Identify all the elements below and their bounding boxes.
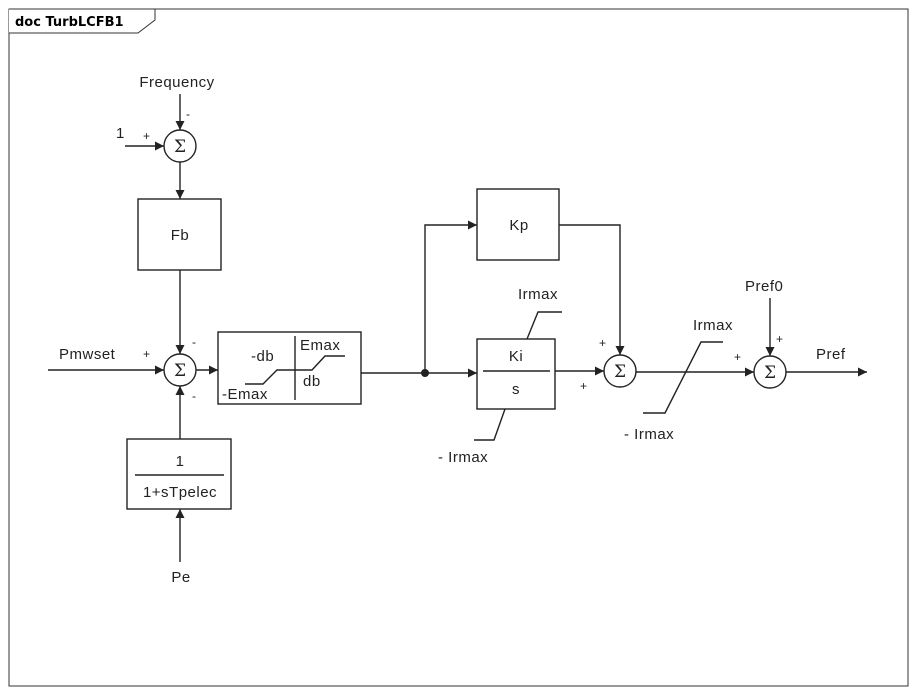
pmwset-sign: + xyxy=(143,347,150,361)
frame-title: doc TurbLCFB1 xyxy=(15,15,124,30)
deadband-curve xyxy=(245,355,345,385)
deadband-block xyxy=(217,331,362,405)
frequency-sign: - xyxy=(186,107,190,121)
diagram-frame: doc TurbLCFB1 xyxy=(8,8,909,687)
pe-label: Pe xyxy=(171,569,190,586)
pref0-label: Pref0 xyxy=(745,278,783,295)
kp-to-sum3-arrow xyxy=(559,224,625,355)
ki-numerator: Ki xyxy=(509,348,523,365)
sum-junction-frequency: Σ xyxy=(163,129,197,163)
sum-symbol: Σ xyxy=(174,361,186,381)
ki-lower-limit-line xyxy=(474,408,506,441)
deadband-emax: Emax xyxy=(300,337,340,354)
kp-sign: + xyxy=(599,336,606,350)
lag-sign: - xyxy=(192,389,196,403)
sum-junction-pi: Σ xyxy=(603,354,637,388)
sum-symbol: Σ xyxy=(764,363,776,383)
fb-block xyxy=(137,198,222,271)
ki-lower-limit-label: - Irmax xyxy=(438,449,488,466)
one-label: 1 xyxy=(116,125,125,142)
deadband-neg-db: -db xyxy=(251,348,274,365)
ki-upper-limit-label: Irmax xyxy=(518,286,558,303)
sum-junction-reference: Σ xyxy=(753,355,787,389)
fb-label: Fb xyxy=(171,227,190,244)
pref0-sign: + xyxy=(776,332,783,346)
lag-numerator: 1 xyxy=(176,453,185,470)
ki-integrator-block xyxy=(476,338,556,410)
limiter-lower-label: - Irmax xyxy=(624,426,674,443)
deadband-neg-emax: -Emax xyxy=(222,386,268,403)
sum-junction-power: Σ xyxy=(163,353,197,387)
deadband-pos-db: db xyxy=(303,373,321,390)
one-sign: + xyxy=(143,129,150,143)
fb-sign: - xyxy=(192,335,196,349)
sum-symbol: Σ xyxy=(174,137,186,157)
limiter-sign: + xyxy=(734,350,741,364)
frequency-label: Frequency xyxy=(139,74,214,91)
lag-block xyxy=(126,438,232,510)
ki-denominator: s xyxy=(512,381,520,398)
ki-sign: + xyxy=(580,379,587,393)
sum-symbol: Σ xyxy=(614,362,626,382)
branch-to-kp-arrow xyxy=(424,220,477,373)
pref-label: Pref xyxy=(816,346,846,363)
output-limiter-curve xyxy=(643,341,723,414)
ki-upper-limit-line xyxy=(526,311,562,340)
pmwset-label: Pmwset xyxy=(59,346,116,363)
lag-denominator: 1+sTpelec xyxy=(143,484,217,501)
limiter-upper-label: Irmax xyxy=(693,317,733,334)
kp-label: Kp xyxy=(509,217,528,234)
